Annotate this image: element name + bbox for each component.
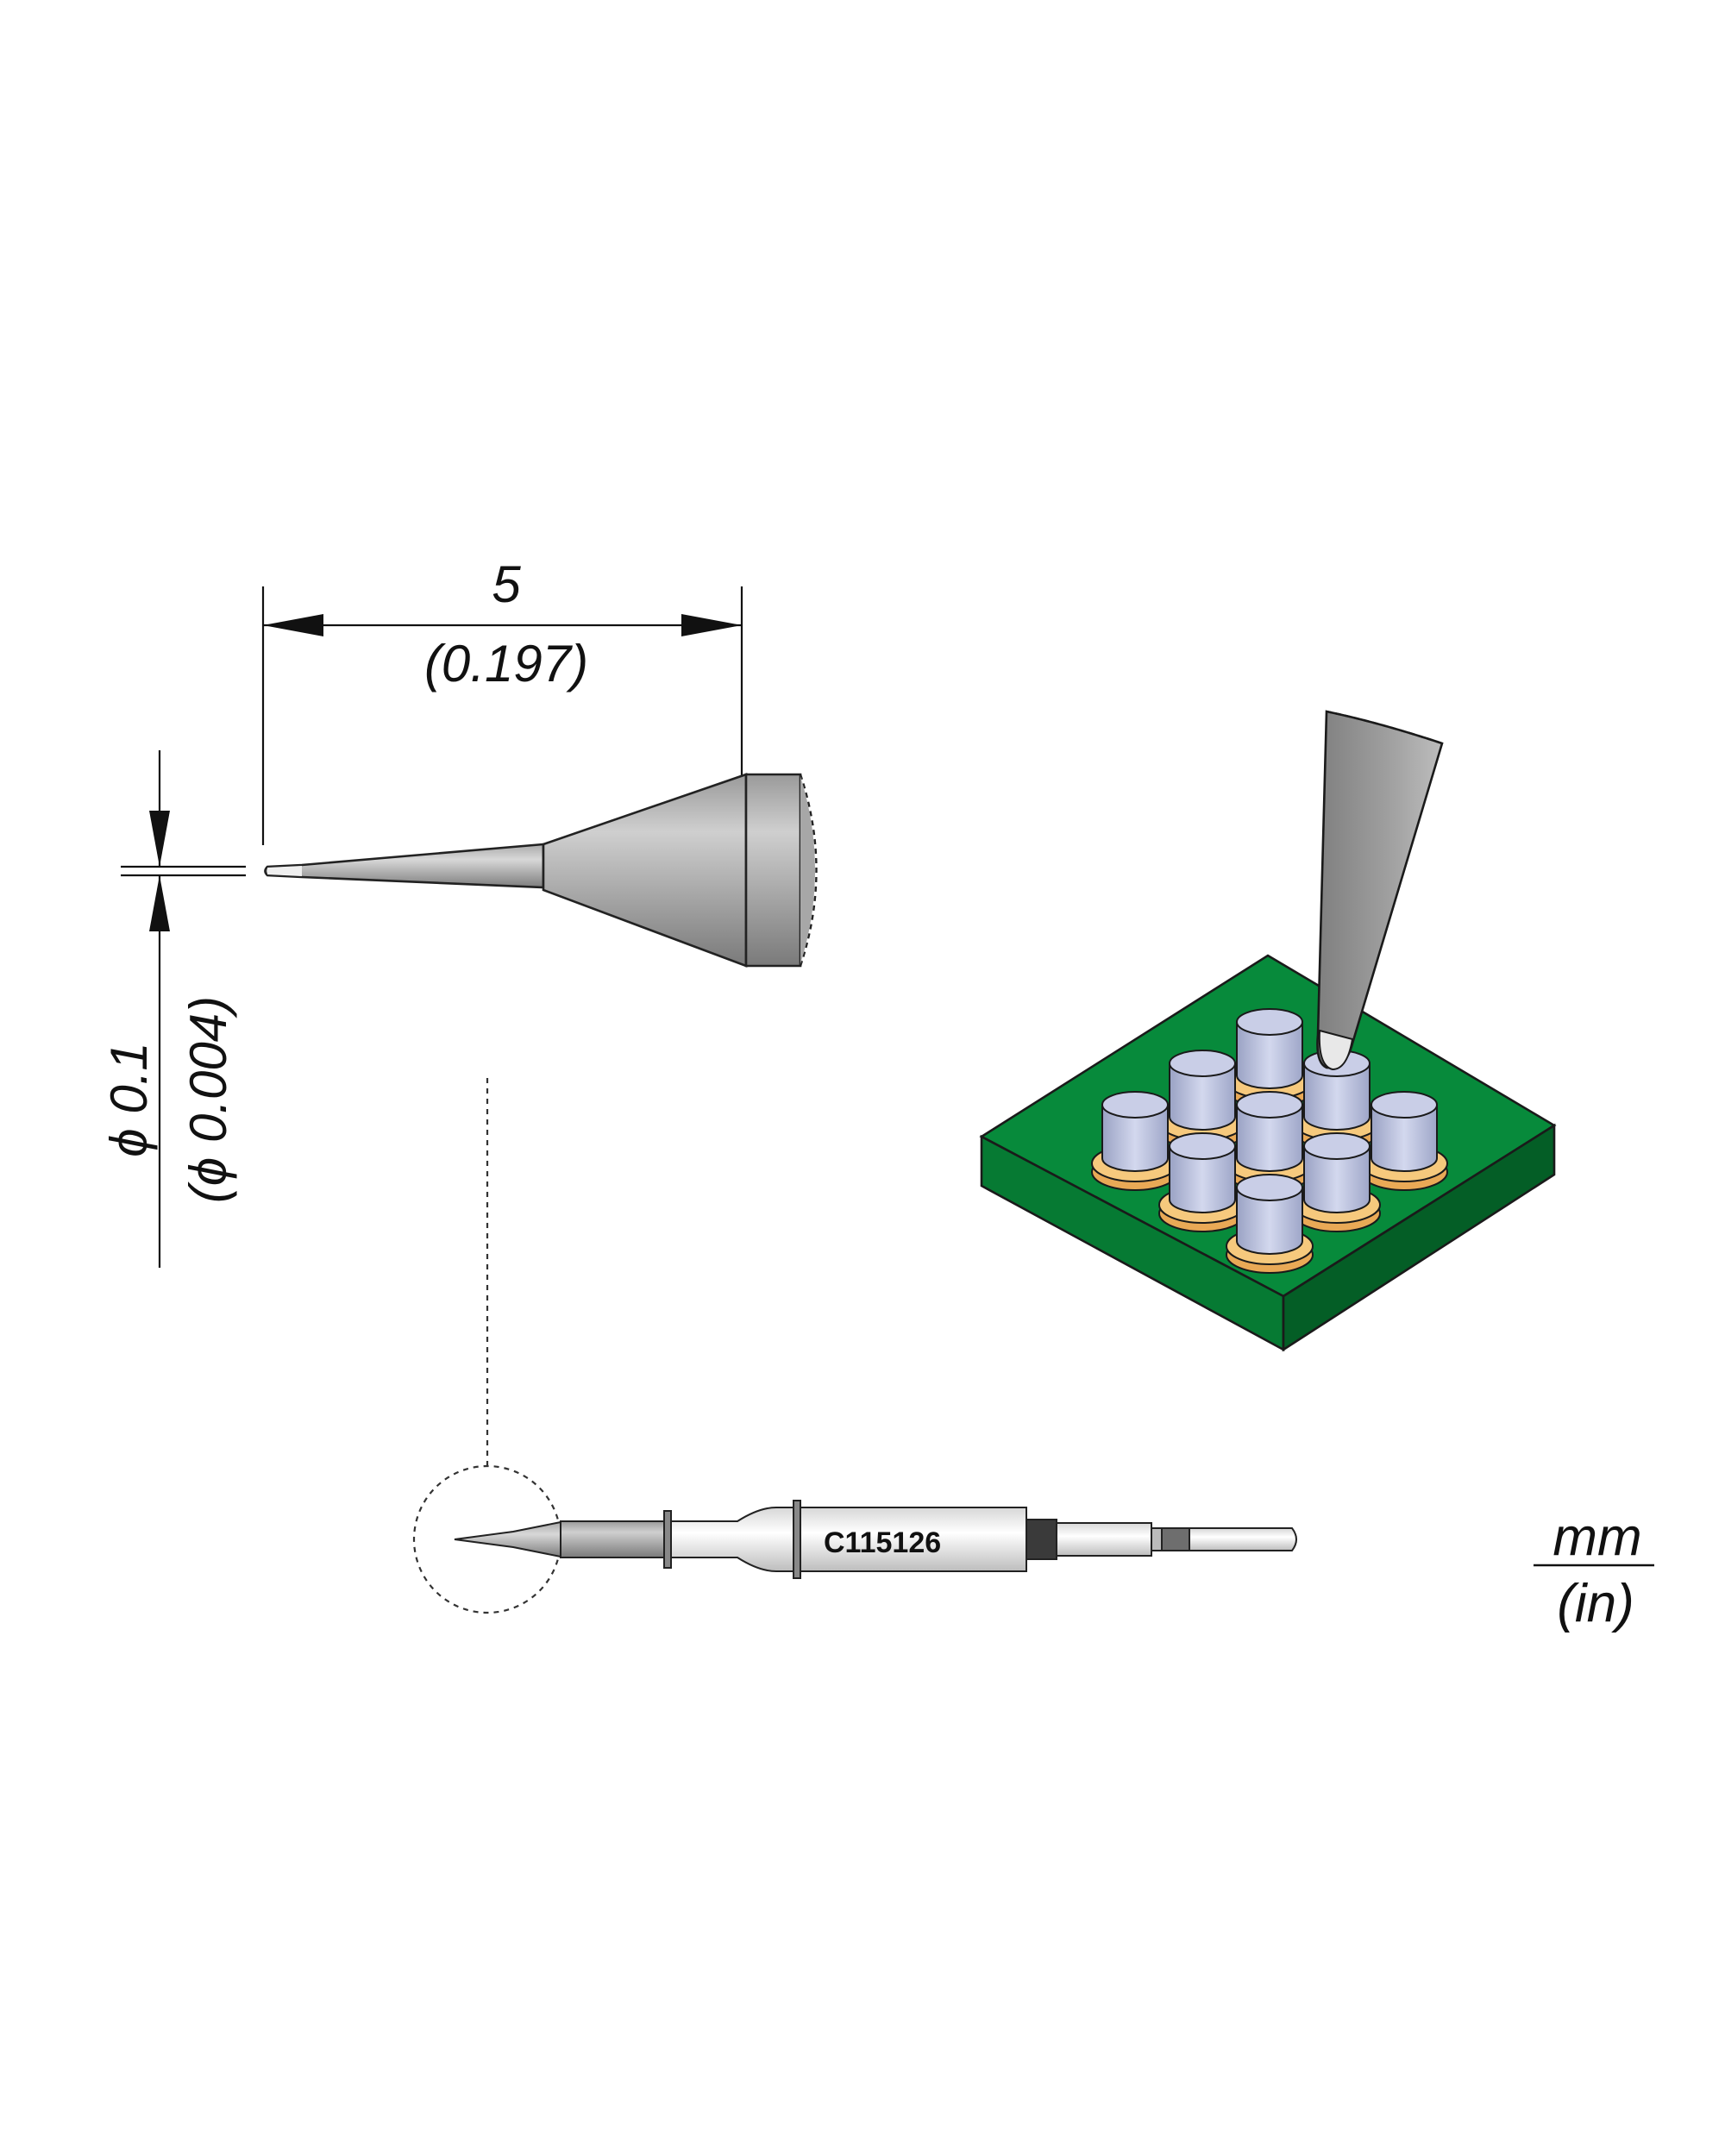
component-cylinder [1091, 1091, 1179, 1191]
component-cylinder [1360, 1091, 1448, 1191]
cartridge-body [670, 1507, 1027, 1572]
units-imperial: (in) [1557, 1574, 1634, 1633]
length-arrow-right [681, 614, 742, 636]
cartridge-grey-band [1161, 1527, 1190, 1551]
units-metric: mm [1552, 1507, 1641, 1567]
cartridge-neck [1151, 1527, 1163, 1551]
iron-tip [1316, 710, 1444, 1069]
tip-base-cut-fill [800, 776, 815, 964]
cartridge-needle [454, 1520, 561, 1558]
component-cylinder [1293, 1132, 1381, 1232]
diameter-mm-label: ϕ 0.1 [100, 1042, 158, 1156]
pcb-front-right [1282, 1123, 1556, 1352]
cartridge: C115126 [412, 1464, 1297, 1614]
diameter-in-label: (ϕ 0.004) [179, 996, 237, 1203]
iron-tip-point [1318, 1029, 1354, 1071]
units-legend: mm (in) [1534, 1507, 1654, 1633]
component-cylinder [1226, 1174, 1314, 1274]
length-mm-label: 5 [492, 555, 521, 613]
application-illustration [979, 710, 1557, 1352]
diameter-arrow-bottom [149, 875, 170, 931]
length-in-label: (0.197) [424, 635, 588, 693]
magnified-tip: 5 (0.197) ϕ 0.1 (ϕ 0.004) [100, 555, 818, 1268]
cartridge-rear-pin [1189, 1527, 1297, 1551]
diameter-arrow-top [149, 811, 170, 867]
tip-needle [264, 843, 545, 889]
tip-cone [542, 773, 748, 968]
cartridge-ring-rear [793, 1500, 801, 1579]
cartridge-ring-front [663, 1510, 672, 1569]
cartridge-shaft [1056, 1522, 1152, 1557]
tip-base [744, 773, 802, 968]
cartridge-dark-band [1026, 1519, 1057, 1560]
cartridge-tip-sleeve [560, 1520, 665, 1558]
part-number-label: C115126 [824, 1526, 941, 1559]
iron-tip-top-cut [1326, 710, 1443, 745]
tip-needle-highlight [267, 866, 302, 876]
component-cylinder [1158, 1132, 1246, 1232]
tip-base-cut [799, 774, 818, 967]
length-arrow-left [263, 614, 323, 636]
component-grid [1091, 1008, 1448, 1274]
component-cylinder [1226, 1091, 1314, 1191]
